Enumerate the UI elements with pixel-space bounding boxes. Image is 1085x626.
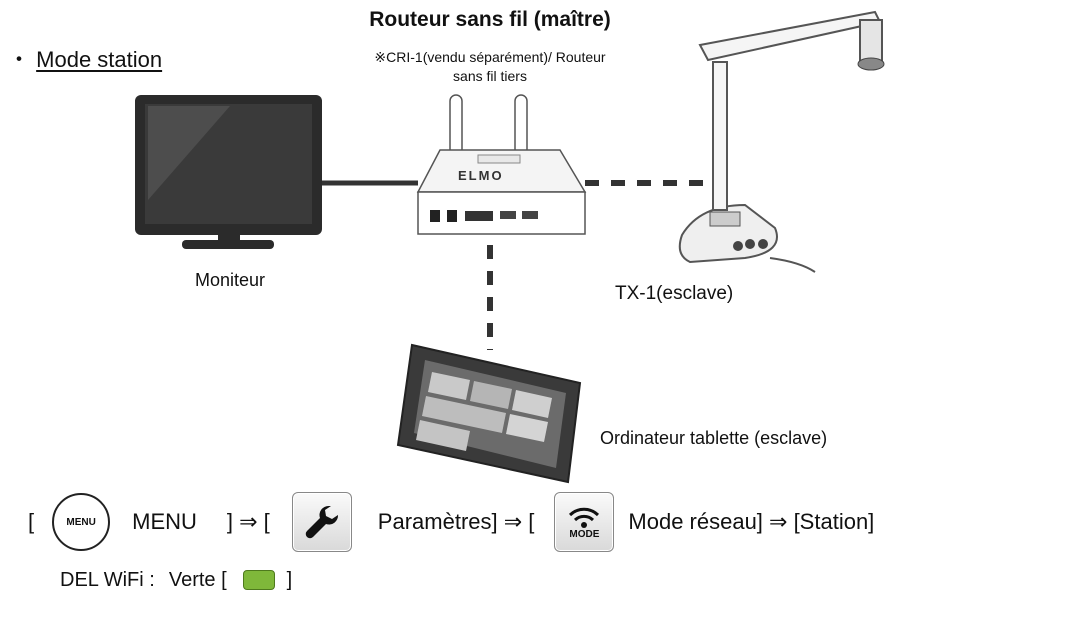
- green-led-icon: [242, 570, 275, 590]
- led-label: DEL WiFi :: [60, 568, 155, 591]
- router-title: Routeur sans fil (maître): [369, 8, 611, 31]
- monitor-label: Moniteur: [194, 270, 266, 290]
- settings-label: Paramètres] ⇒ [: [377, 509, 535, 534]
- menu-button[interactable]: MENU: [52, 493, 111, 551]
- settings-button[interactable]: [291, 492, 352, 552]
- menu-path: [ MENU MENU ] ⇒ [ Paramètres] ⇒ [ MODE M…: [0, 490, 874, 554]
- menu-close-arrow: ] ⇒ [: [226, 509, 270, 534]
- tx1-label: TX-1(esclave): [615, 283, 734, 304]
- router-note: ※CRI-1(vendu séparément)/ Routeur sans f…: [300, 48, 680, 86]
- menu-button-text: MENU: [66, 516, 96, 528]
- mode-label: Mode réseau] ⇒ [Station]: [628, 509, 875, 534]
- router-icon: [416, 94, 587, 235]
- monitor-icon: [135, 95, 322, 249]
- wifi-led-status: DEL WiFi : Verte [ ]: [0, 560, 292, 600]
- wrench-icon: [305, 505, 338, 539]
- led-close-bracket: ]: [286, 568, 293, 591]
- menu-label: MENU: [132, 509, 197, 534]
- network-mode-button[interactable]: MODE: [554, 492, 615, 552]
- mode-bullet: ・: [8, 47, 31, 72]
- router-note-line2: sans fil tiers: [453, 68, 527, 84]
- tablet-label: Ordinateur tablette (esclave): [600, 428, 828, 448]
- led-state: Verte [: [168, 568, 227, 591]
- mode-button-text: MODE: [569, 528, 600, 540]
- tx1-camera-icon: [678, 10, 885, 273]
- tablet-icon: [396, 343, 582, 484]
- router-logo: ELMO: [458, 168, 504, 183]
- mode-title-text: Mode station: [36, 47, 163, 72]
- wifi-icon: [569, 507, 600, 528]
- bracket-open: [: [28, 509, 35, 534]
- mode-title: ・ Mode station: [8, 42, 162, 74]
- router-note-line1: ※CRI-1(vendu séparément)/ Routeur: [374, 49, 606, 65]
